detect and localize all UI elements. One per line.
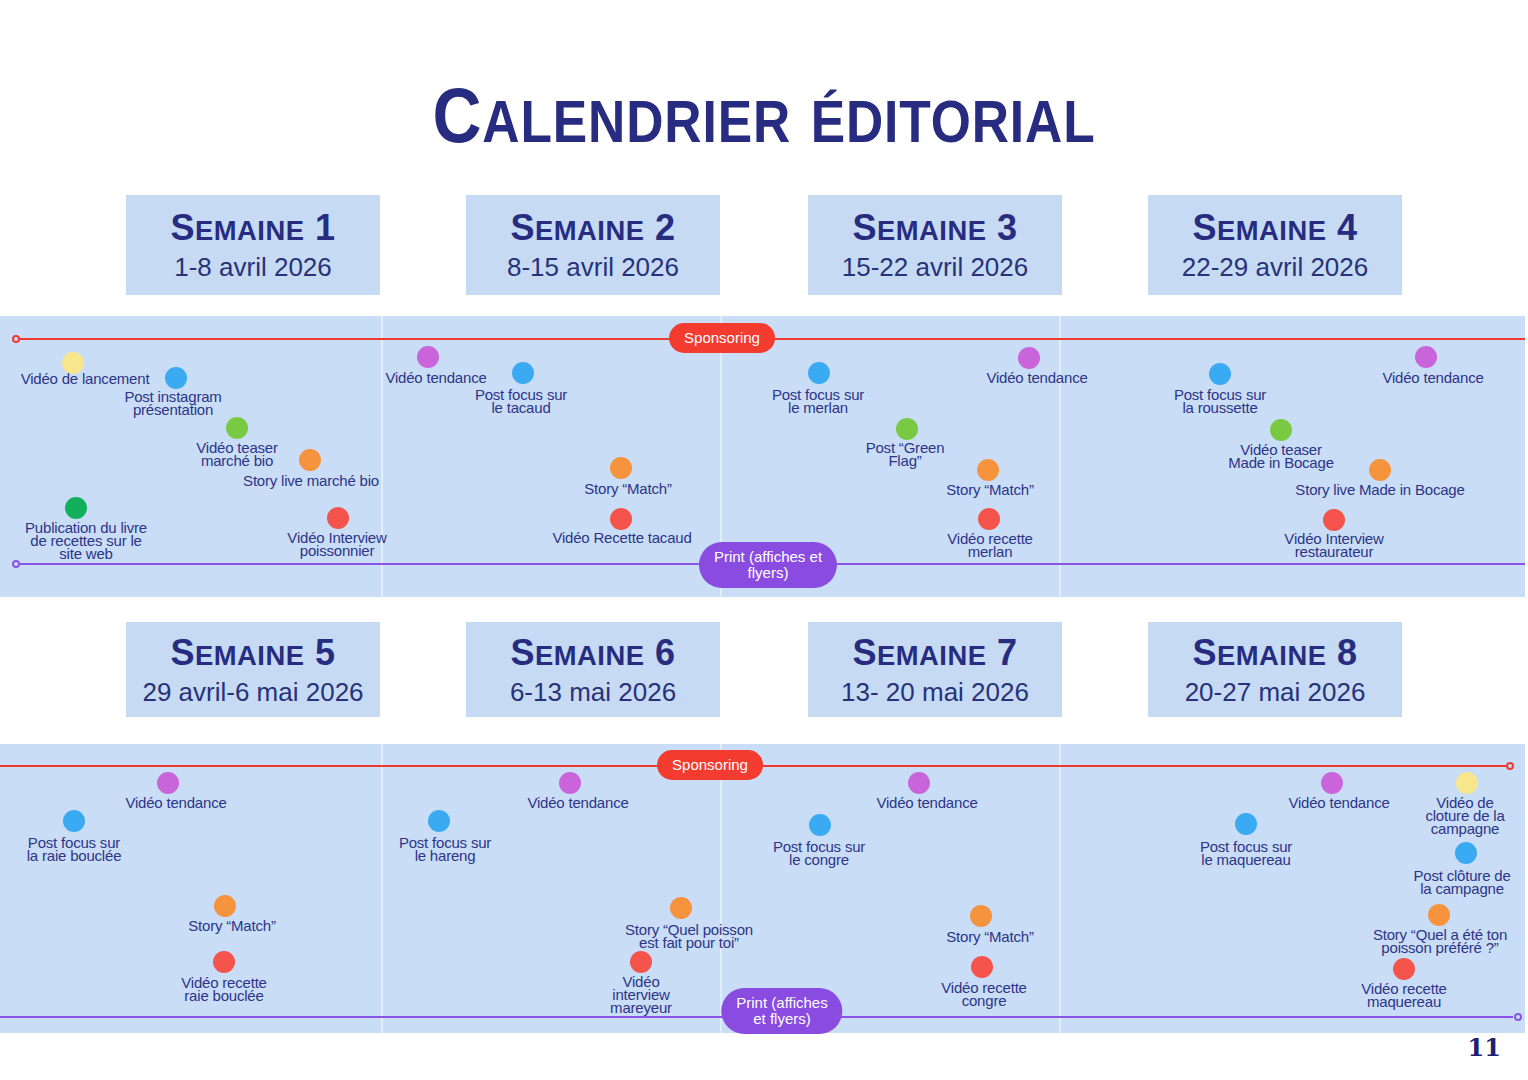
event-label: Story “Match” <box>946 483 1033 496</box>
print-line-endpoint <box>1514 1013 1522 1021</box>
event-label: Vidéo Interview poissonnier <box>287 531 386 557</box>
event-label: Post focus sur le tacaud <box>475 388 567 414</box>
magenta-event-dot <box>559 772 581 794</box>
week-header-6: SEMAINE 66-13 mai 2026 <box>466 622 720 717</box>
week-dates: 8-15 avril 2026 <box>507 252 679 283</box>
week-separator <box>720 744 722 1033</box>
event-label: Story “Match” <box>188 919 275 932</box>
week-dates: 13- 20 mai 2026 <box>841 677 1029 708</box>
event-label: Post focus sur la roussette <box>1174 388 1266 414</box>
red-event-dot <box>213 951 235 973</box>
week-title: SEMAINE 5 <box>171 632 336 674</box>
week-title: SEMAINE 3 <box>853 207 1018 249</box>
week-dates: 29 avril-6 mai 2026 <box>142 677 363 708</box>
event-label: Vidéo teaser Made in Bocage <box>1228 443 1334 469</box>
event-label: Post focus sur le hareng <box>399 836 491 862</box>
sponsoring-line-endpoint <box>1506 762 1514 770</box>
week-header-7: SEMAINE 713- 20 mai 2026 <box>808 622 1062 717</box>
red-event-dot <box>1393 958 1415 980</box>
red-event-dot <box>1323 509 1345 531</box>
week-separator <box>1059 316 1061 597</box>
red-event-dot <box>327 507 349 529</box>
event-label: Vidéo Recette tacaud <box>552 531 691 544</box>
week-header-1: SEMAINE 11-8 avril 2026 <box>126 195 380 295</box>
event-label: Story “Quel poisson est fait pour toi” <box>625 923 753 949</box>
magenta-event-dot <box>908 772 930 794</box>
blue-event-dot <box>1209 363 1231 385</box>
event-label: Vidéo Interview restaurateur <box>1284 532 1383 558</box>
print-pill: Print (affiches et flyers) <box>699 542 837 588</box>
sponsoring-line-endpoint <box>12 335 20 343</box>
event-label: Vidéo tendance <box>527 796 628 809</box>
blue-event-dot <box>63 810 85 832</box>
week-dates: 22-29 avril 2026 <box>1182 252 1368 283</box>
print-line-endpoint <box>12 560 20 568</box>
blue-event-dot <box>1455 842 1477 864</box>
green-event-dot <box>1270 419 1292 441</box>
event-label: Vidéo teaser marché bio <box>196 441 278 467</box>
event-label: Story “Match” <box>584 482 671 495</box>
event-label: Vidéo de cloture de la campagne <box>1425 796 1504 835</box>
event-label: Vidéo tendance <box>1382 371 1483 384</box>
week-header-8: SEMAINE 820-27 mai 2026 <box>1148 622 1402 717</box>
event-label: Vidéo recette raie bouclée <box>181 976 267 1002</box>
event-label: Post instagram présentation <box>124 390 221 416</box>
magenta-event-dot <box>157 772 179 794</box>
week-title: SEMAINE 8 <box>1193 632 1358 674</box>
event-label: Story live marché bio <box>243 474 379 487</box>
event-label: Story “Quel a été ton poisson préféré ?” <box>1373 928 1507 954</box>
event-label: Post clôture de la campagne <box>1413 869 1510 895</box>
week-separator <box>1059 744 1061 1033</box>
event-label: Post focus sur le congre <box>773 840 865 866</box>
blue-event-dot <box>165 367 187 389</box>
blue-event-dot <box>809 814 831 836</box>
orange-event-dot <box>670 897 692 919</box>
event-label: Vidéo tendance <box>125 796 226 809</box>
event-label: Post focus sur le merlan <box>772 388 864 414</box>
blue-event-dot <box>512 362 534 384</box>
orange-event-dot <box>610 457 632 479</box>
event-label: Story “Match” <box>946 930 1033 943</box>
week-header-3: SEMAINE 315-22 avril 2026 <box>808 195 1062 295</box>
blue-event-dot <box>808 362 830 384</box>
page-number: 11 <box>1468 1033 1501 1062</box>
orange-event-dot <box>214 895 236 917</box>
week-title: SEMAINE 1 <box>171 207 336 249</box>
orange-event-dot <box>299 449 321 471</box>
event-label: Publication du livre de recettes sur le … <box>25 521 147 560</box>
magenta-event-dot <box>1415 346 1437 368</box>
week-header-2: SEMAINE 28-15 avril 2026 <box>466 195 720 295</box>
week-separator <box>381 744 383 1033</box>
blue-event-dot <box>1235 813 1257 835</box>
red-event-dot <box>978 508 1000 530</box>
week-dates: 20-27 mai 2026 <box>1185 677 1366 708</box>
event-label: Vidéo recette maquereau <box>1361 982 1447 1008</box>
magenta-event-dot <box>417 346 439 368</box>
event-label: Vidéo recette merlan <box>947 532 1033 558</box>
orange-event-dot <box>970 905 992 927</box>
event-label: Vidéo tendance <box>986 371 1087 384</box>
orange-event-dot <box>1428 904 1450 926</box>
orange-event-dot <box>1369 459 1391 481</box>
event-label: Vidéo interview mareyeur <box>610 975 672 1014</box>
week-dates: 15-22 avril 2026 <box>842 252 1028 283</box>
week-title: SEMAINE 4 <box>1193 207 1358 249</box>
event-label: Story live Made in Bocage <box>1295 483 1464 496</box>
week-dates: 6-13 mai 2026 <box>510 677 676 708</box>
red-event-dot <box>971 956 993 978</box>
red-event-dot <box>610 508 632 530</box>
blue-event-dot <box>428 810 450 832</box>
event-label: Vidéo recette congre <box>941 981 1027 1007</box>
week-title: SEMAINE 7 <box>853 632 1018 674</box>
event-label: Vidéo tendance <box>876 796 977 809</box>
yellow-event-dot <box>1456 772 1478 794</box>
week-dates: 1-8 avril 2026 <box>174 252 332 283</box>
event-label: Vidéo tendance <box>385 371 486 384</box>
event-label: Vidéo de lancement <box>21 372 150 385</box>
week-header-4: SEMAINE 422-29 avril 2026 <box>1148 195 1402 295</box>
page-title: CALENDRIER ÉDITORIAL <box>99 70 1428 161</box>
week-header-5: SEMAINE 529 avril-6 mai 2026 <box>126 622 380 717</box>
sponsoring-pill: Sponsoring <box>669 323 775 353</box>
magenta-event-dot <box>1321 772 1343 794</box>
